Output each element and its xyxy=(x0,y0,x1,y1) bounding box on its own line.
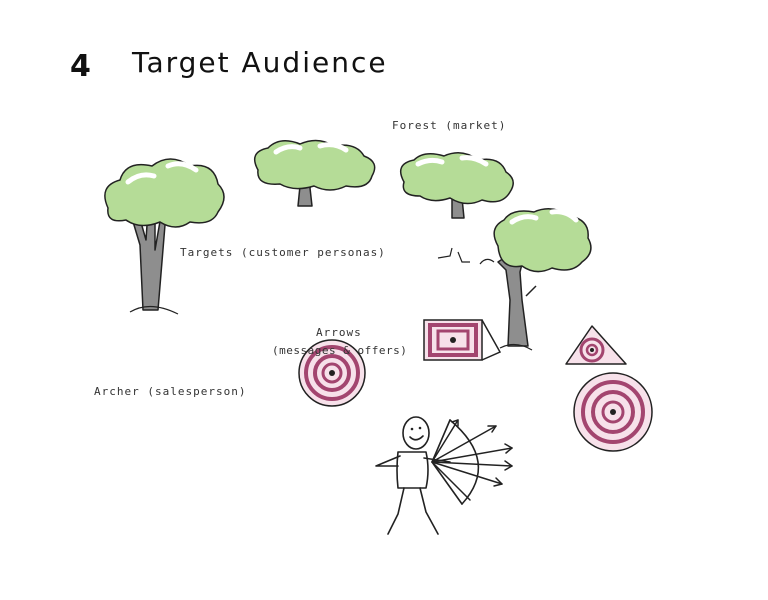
target-icon xyxy=(298,339,366,407)
arrow-icon xyxy=(431,419,513,501)
tree-icon xyxy=(253,139,376,207)
tree-icon xyxy=(104,158,225,315)
arrows-label-line2: (messages & offers) xyxy=(272,344,407,357)
targets-label: Targets (customer personas) xyxy=(180,246,386,259)
archer-label: Archer (salesperson) xyxy=(94,385,246,398)
page-number: 4 xyxy=(70,49,91,84)
tree-icon xyxy=(399,152,514,219)
target-icon xyxy=(565,325,627,365)
forest-label: Forest (market) xyxy=(392,119,506,132)
archer-figure xyxy=(375,416,451,535)
target-icon xyxy=(573,372,653,452)
sketch-marks xyxy=(437,247,495,265)
target-icon xyxy=(423,319,502,361)
tree-icon xyxy=(493,208,592,351)
arrows-label-line1: Arrows xyxy=(316,326,362,339)
page-title: Target Audience xyxy=(131,46,388,79)
